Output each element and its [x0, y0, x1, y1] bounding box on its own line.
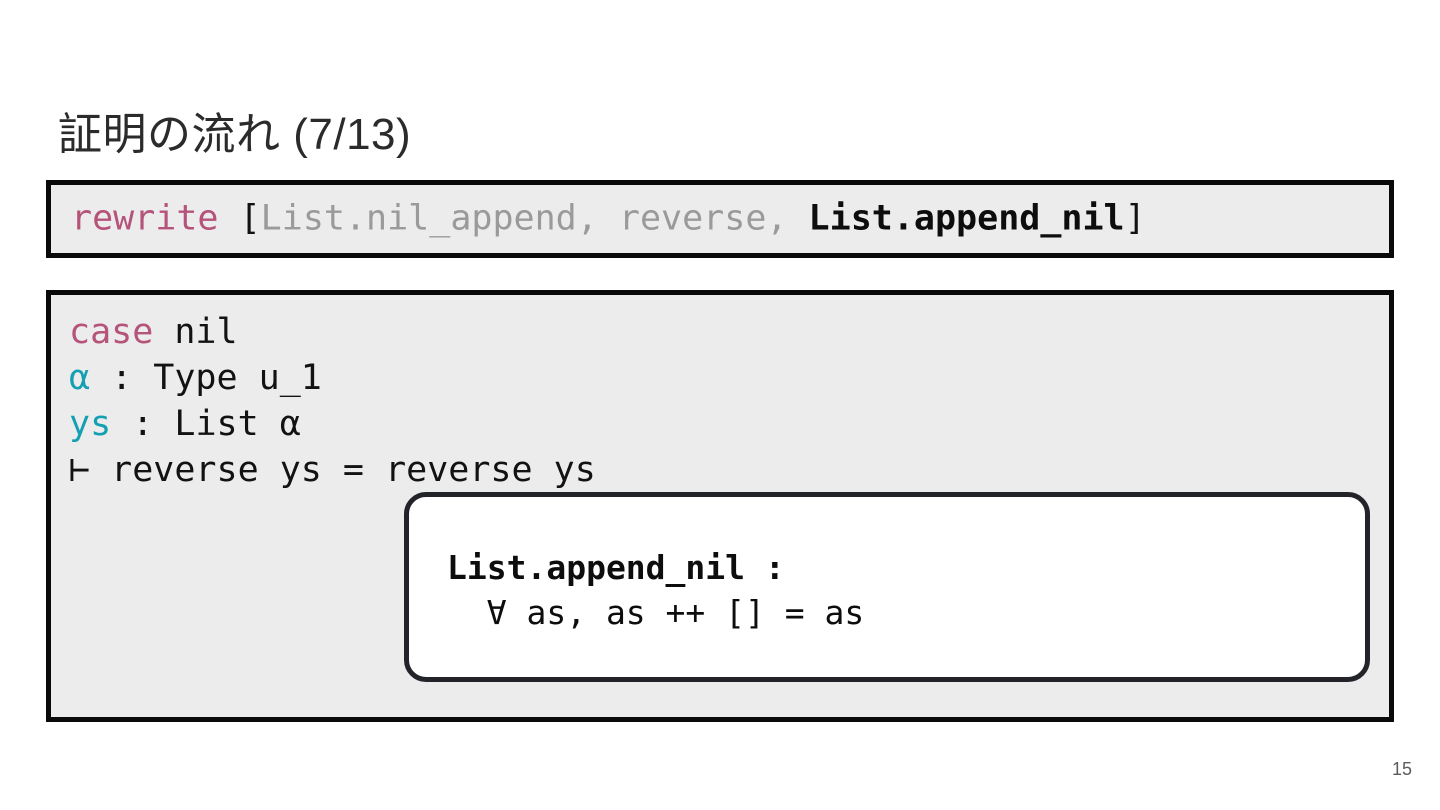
goal-2-token-1: : List α [111, 404, 301, 444]
tactic-code-line: rewrite [List.nil_append, reverse, List.… [71, 198, 1146, 239]
goal-line-3: ⊢ reverse ys = reverse ys [69, 450, 596, 490]
goal-3-token-0: ⊢ reverse ys = reverse ys [69, 450, 596, 490]
page-title: 証明の流れ (7/13) [58, 110, 412, 160]
lemma-hover-popup: List.append_nil : ∀ as, as ++ [] = as [404, 492, 1370, 682]
lemma-line-1: ∀ as, as ++ [] = as [447, 593, 865, 632]
goal-0-token-1: nil [174, 312, 238, 352]
tactic-token-5: ] [1124, 198, 1146, 239]
tactic-code-box: rewrite [List.nil_append, reverse, List.… [46, 180, 1394, 258]
goal-line-1: α : Type u_1 [69, 358, 322, 398]
goal-1-token-1: : Type u_1 [90, 358, 322, 398]
goal-0-token-0: case [69, 312, 175, 352]
goal-line-0: case nil [69, 312, 238, 352]
goal-2-token-0: ys [69, 404, 112, 444]
tactic-token-3: List.nil_append, reverse, [260, 198, 809, 239]
goal-1-token-0: α [69, 358, 91, 398]
tactic-token-1 [219, 199, 240, 239]
goal-state-text: case nil α : Type u_1 ys : List α ⊢ reve… [69, 309, 596, 493]
page-number: 15 [1391, 759, 1412, 779]
lemma-line-0: List.append_nil : [447, 548, 785, 587]
tactic-token-2: [ [239, 198, 261, 239]
tactic-token-4: List.append_nil [808, 198, 1125, 239]
goal-line-2: ys : List α [69, 404, 301, 444]
tactic-token-0: rewrite [71, 198, 219, 239]
lemma-signature-text: List.append_nil : ∀ as, as ++ [] = as [447, 545, 864, 635]
